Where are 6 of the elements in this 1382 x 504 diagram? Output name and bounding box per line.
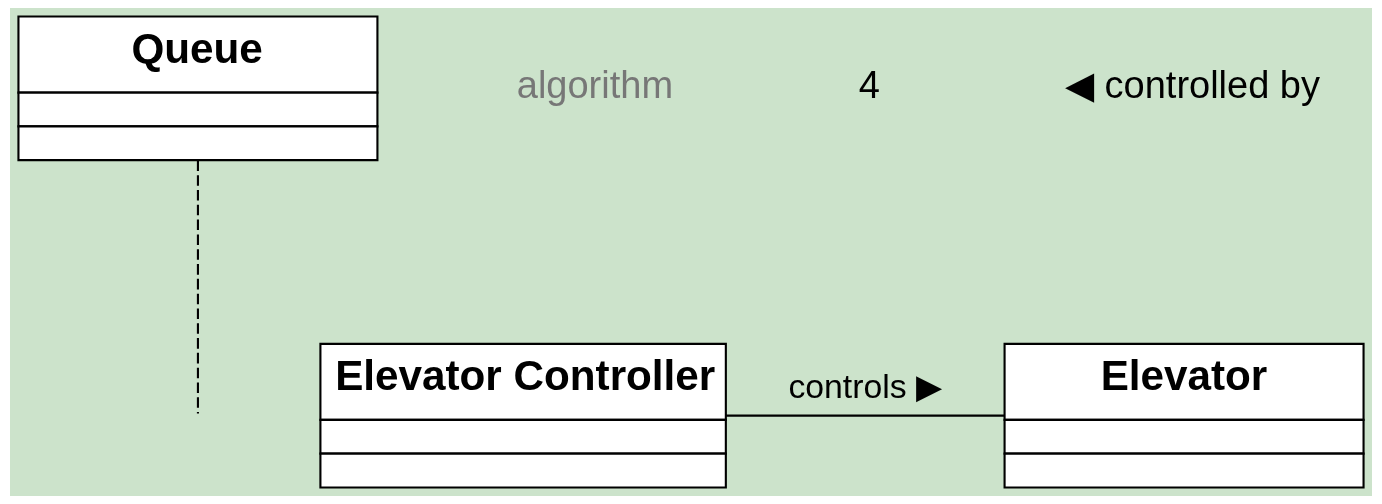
connector <box>196 160 199 414</box>
label: 4 <box>858 63 880 106</box>
label: algorithm <box>516 63 674 106</box>
edge-label: controls ▶ <box>788 367 943 406</box>
label: ◀ controlled by <box>1065 63 1321 106</box>
connector <box>725 414 1005 417</box>
